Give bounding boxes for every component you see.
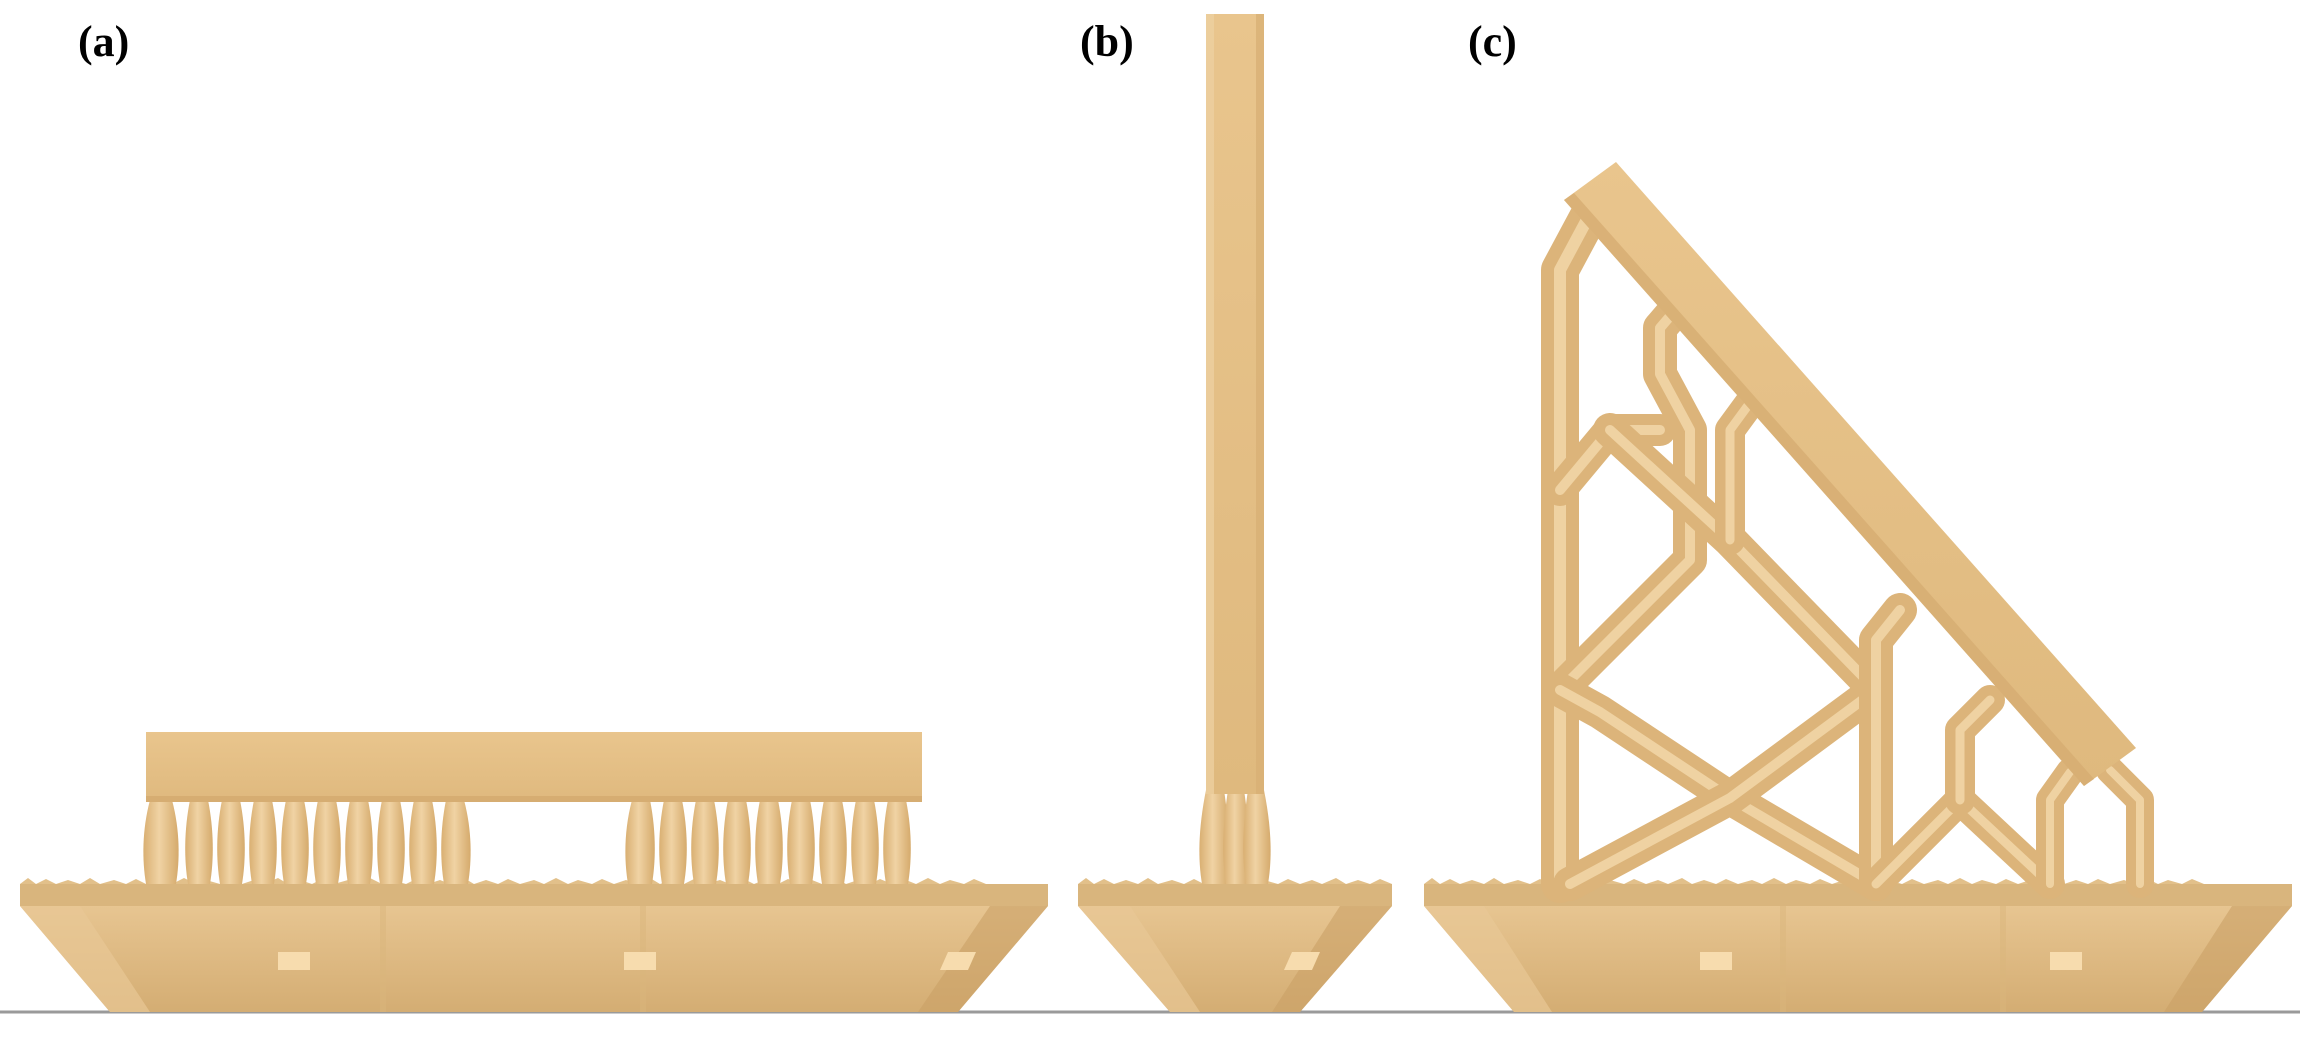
support-columns-a-right [625,800,911,884]
raft-hole-a1 [278,952,310,970]
printed-part-a-horizontal-bar [146,732,922,802]
raft-base-a [20,906,1048,1012]
raft-base-c [1424,906,2292,1012]
panel-a-horizontal-print [20,732,1048,1012]
panel-b-vertical-print [1078,14,1392,1012]
panel-label-a: (a) [78,17,129,66]
raft-top-b [1078,884,1392,906]
printed-part-b-vertical-bar [1206,14,1264,794]
raft-hole-a3 [940,952,976,970]
raft-top-c [1424,884,2292,906]
raft-edge-c [1424,878,2204,884]
raft-top-a [20,884,1048,906]
support-columns-b [1199,790,1271,884]
panel-label-c: (c) [1468,17,1517,66]
raft-hole-c2 [2050,952,2082,970]
raft-edge-b [1078,878,1392,884]
panel-label-b: (b) [1080,17,1134,66]
panel-c-inclined-print [1424,162,2292,1012]
raft-hole-a2 [624,952,656,970]
printed-part-c-inclined-bar [1564,162,2136,786]
tree-supports-c [1541,195,2154,903]
raft-hole-b1 [1284,952,1320,970]
raft-hole-c1 [1700,952,1732,970]
support-columns-a-left [143,800,471,884]
